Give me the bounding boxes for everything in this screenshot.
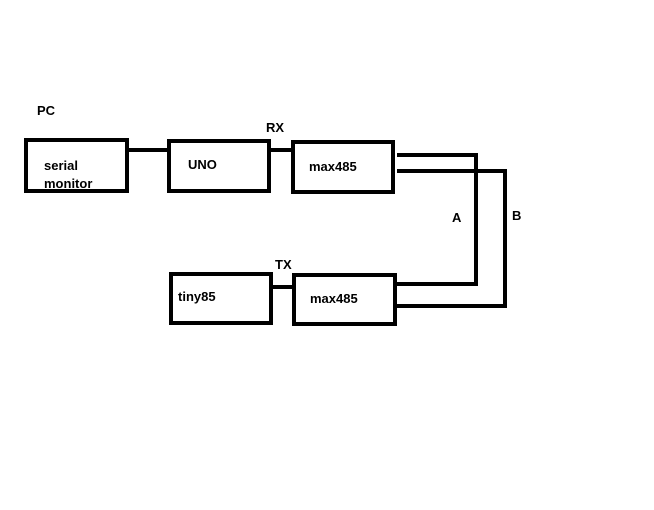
max485-top-box — [291, 140, 395, 194]
serial-monitor-label-line1: serial — [44, 158, 78, 173]
max485-bottom-label: max485 — [310, 291, 358, 306]
max485-bottom-block: max485 — [292, 273, 397, 326]
max485-bottom-box — [292, 273, 397, 326]
uno-label: UNO — [188, 157, 217, 172]
line-b-label: B — [512, 208, 521, 223]
max485-top-block: max485 — [291, 140, 395, 194]
tiny85-block: tiny85 — [169, 272, 273, 325]
tx-label: TX — [275, 257, 292, 272]
bus-line-a — [395, 153, 478, 286]
serial-monitor-block: serial monitor — [24, 138, 129, 193]
uno-box — [167, 139, 271, 193]
tiny85-label: tiny85 — [178, 289, 216, 304]
uno-block: UNO — [167, 139, 271, 193]
serial-monitor-box — [24, 138, 129, 193]
pc-label: PC — [37, 103, 56, 118]
tiny85-box — [169, 272, 273, 325]
rx-label: RX — [266, 120, 284, 135]
serial-monitor-label-line2: monitor — [44, 176, 92, 191]
max485-top-label: max485 — [309, 159, 357, 174]
bus-line-b — [395, 169, 507, 308]
line-a-label: A — [452, 210, 462, 225]
